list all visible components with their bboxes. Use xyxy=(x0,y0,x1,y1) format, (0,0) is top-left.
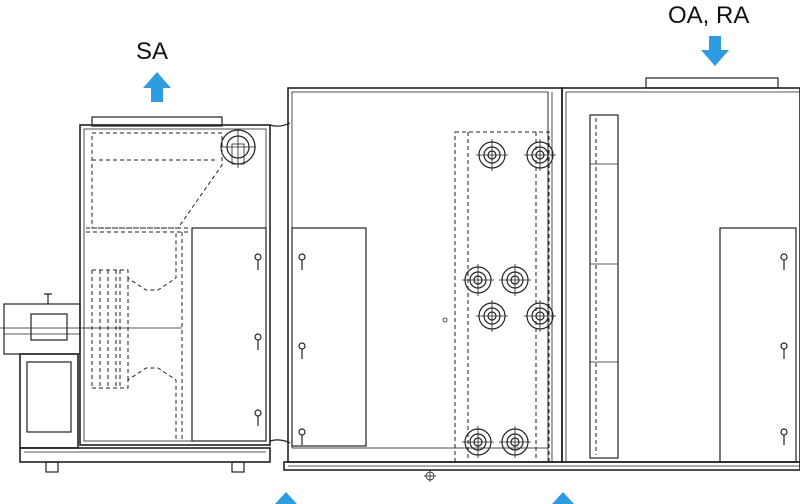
door-handle-icon xyxy=(780,253,788,445)
supply-discharge-flange xyxy=(91,116,223,127)
pipe-connection-icon xyxy=(476,139,508,171)
supply-air-label: SA xyxy=(136,38,169,65)
pipe-connection-icon xyxy=(462,264,494,296)
supply-access-door xyxy=(191,227,267,442)
supply-air-arrow-icon xyxy=(143,72,171,102)
coil-access-door xyxy=(291,227,367,447)
intake-flange xyxy=(645,77,779,89)
filter-section xyxy=(561,77,800,463)
pipe-connection-icon xyxy=(462,426,494,458)
supply-section-body xyxy=(79,124,271,446)
door-handle-icon xyxy=(298,253,306,445)
bottom-marker-left-arrow-icon xyxy=(275,492,297,504)
bottom-marker-right-arrow-icon xyxy=(552,492,574,504)
filter-access-door xyxy=(719,227,797,463)
filter-section-body xyxy=(561,87,800,463)
base-frame-left xyxy=(19,447,271,473)
door-handle-icon xyxy=(254,253,262,426)
pipe-connection-icon xyxy=(524,139,556,171)
pipe-connection-icon xyxy=(476,300,508,332)
pipe-connection-icon xyxy=(524,300,556,332)
motor-body xyxy=(3,303,81,355)
control-box xyxy=(19,353,79,449)
pipe-connection-icon xyxy=(499,426,531,458)
supply-fan-section xyxy=(79,116,291,446)
motor-assembly xyxy=(0,293,90,449)
pipe-connection-icon xyxy=(499,264,531,296)
outside-return-air-label: OA, RA xyxy=(668,2,750,29)
filter-rack xyxy=(589,114,619,459)
pipe-connections xyxy=(462,139,556,458)
intake-arrow-icon xyxy=(701,36,729,66)
